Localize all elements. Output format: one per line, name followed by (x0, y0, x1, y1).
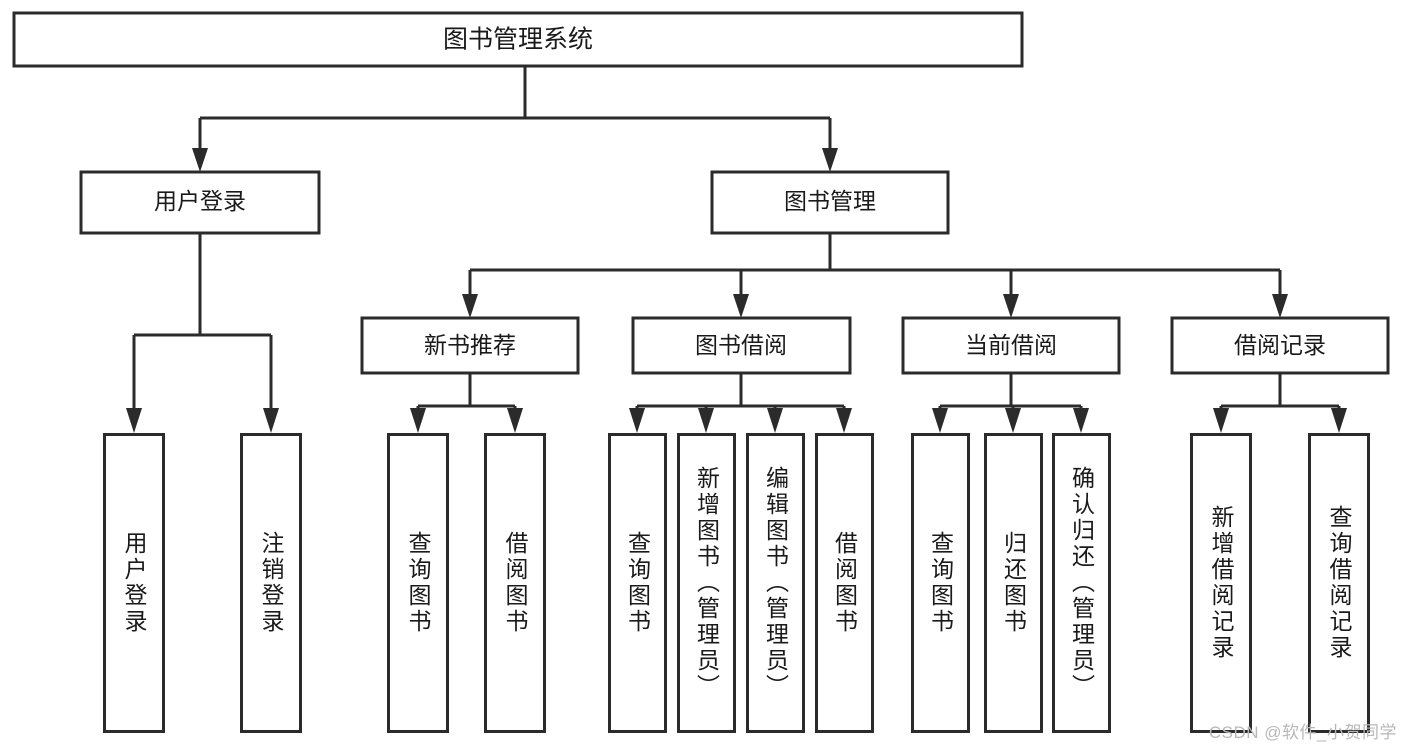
arrow-head-icon (126, 408, 142, 433)
node-new-book-recommend-label: 新书推荐 (424, 332, 516, 358)
edge-root-to-level1 (192, 66, 838, 172)
leaf-node-borrow-book-2-label: 借阅图书 (831, 531, 858, 635)
node-book-borrow-label: 图书借阅 (695, 332, 787, 358)
leaf-node-query-book-2-label: 查询图书 (624, 531, 651, 635)
leaf-node-logout[interactable]: 注销登录 (240, 433, 302, 733)
leaf-node-confirm-return[interactable]: 确认归还（管理员） (1052, 433, 1111, 733)
arrow-head-icon (932, 408, 948, 433)
node-new-book-recommend-rect (360, 316, 580, 375)
arrow-head-icon (698, 408, 714, 433)
node-current-borrow-label: 当前借阅 (965, 332, 1057, 358)
leaf-node-edit-book-label: 编辑图书（管理员） (762, 466, 789, 700)
arrow-head-icon (1073, 408, 1089, 433)
node-root[interactable]: 图书管理系统 (12, 11, 1024, 68)
leaf-node-query-book-1[interactable]: 查询图书 (387, 433, 449, 733)
leaf-node-return-book-label: 归还图书 (1000, 531, 1027, 635)
leaf-node-query-book-2[interactable]: 查询图书 (608, 433, 667, 733)
leaf-node-add-record[interactable]: 新增借阅记录 (1190, 433, 1252, 733)
arrow-head-icon (822, 148, 838, 172)
edge-borrow-record-to-leaves (1213, 373, 1347, 433)
node-new-book-recommend[interactable]: 新书推荐 (360, 316, 580, 375)
leaf-node-user-login-label: 用户登录 (121, 531, 148, 635)
leaf-node-user-login[interactable]: 用户登录 (103, 433, 165, 733)
edge-user-login-to-leaves (126, 233, 279, 433)
node-borrow-record[interactable]: 借阅记录 (1170, 316, 1390, 375)
edge-book-management-to-level2 (462, 233, 1288, 318)
node-root-rect (12, 11, 1024, 68)
arrow-head-icon (1005, 408, 1021, 433)
arrow-head-icon (629, 408, 645, 433)
node-root-label: 图书管理系统 (443, 26, 593, 54)
edge-current-borrow-to-leaves (932, 373, 1089, 433)
leaf-node-borrow-book-1[interactable]: 借阅图书 (484, 433, 546, 733)
leaf-node-query-record[interactable]: 查询借阅记录 (1308, 433, 1370, 733)
node-book-management[interactable]: 图书管理 (710, 170, 950, 235)
node-book-borrow[interactable]: 图书借阅 (631, 316, 852, 375)
node-current-borrow[interactable]: 当前借阅 (901, 316, 1121, 375)
arrow-head-icon (836, 408, 852, 433)
leaf-node-borrow-book-1-label: 借阅图书 (502, 531, 529, 635)
leaf-node-query-book-3-label: 查询图书 (927, 531, 954, 635)
leaf-node-logout-label: 注销登录 (258, 531, 285, 635)
arrow-head-icon (733, 294, 749, 318)
arrow-head-icon (1331, 408, 1347, 433)
arrow-head-icon (1213, 408, 1229, 433)
arrow-head-icon (263, 408, 279, 433)
arrow-head-icon (767, 408, 783, 433)
leaf-node-query-book-1-label: 查询图书 (405, 531, 432, 635)
arrow-head-icon (1272, 294, 1288, 318)
leaf-node-return-book[interactable]: 归还图书 (984, 433, 1043, 733)
arrow-head-icon (507, 408, 523, 433)
arrow-head-icon (462, 294, 478, 318)
edge-book-borrow-to-leaves (629, 373, 852, 433)
arrow-head-icon (1003, 294, 1019, 318)
leaf-node-add-record-label: 新增借阅记录 (1208, 505, 1235, 661)
arrow-head-icon (410, 408, 426, 433)
leaf-node-edit-book[interactable]: 编辑图书（管理员） (746, 433, 805, 733)
leaf-node-confirm-return-label: 确认归还（管理员） (1068, 466, 1095, 700)
node-user-login[interactable]: 用户登录 (79, 170, 321, 235)
node-user-login-label: 用户登录 (154, 188, 246, 214)
node-current-borrow-rect (901, 316, 1121, 375)
leaf-node-borrow-book-2[interactable]: 借阅图书 (815, 433, 874, 733)
leaf-node-query-record-label: 查询借阅记录 (1326, 505, 1353, 661)
arrow-head-icon (192, 148, 208, 172)
leaf-node-query-book-3[interactable]: 查询图书 (911, 433, 970, 733)
leaf-node-add-book-label: 新增图书（管理员） (693, 466, 720, 700)
edge-new-book-recommend-to-leaves (410, 373, 523, 433)
node-book-management-label: 图书管理 (784, 188, 876, 214)
leaf-node-add-book[interactable]: 新增图书（管理员） (677, 433, 736, 733)
node-borrow-record-label: 借阅记录 (1234, 332, 1326, 358)
